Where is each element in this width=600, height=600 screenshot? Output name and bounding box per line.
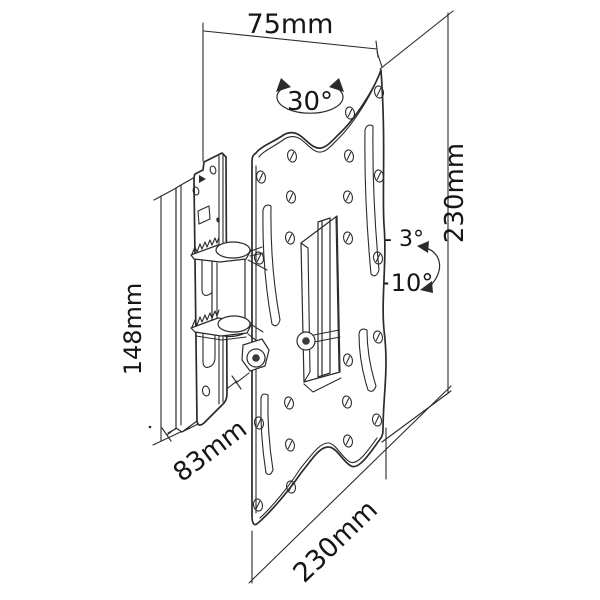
dim-label-top-width: 75mm xyxy=(247,9,334,40)
dim-bottom-line xyxy=(248,385,452,584)
tilt-arc xyxy=(425,247,441,288)
dim-right-height: 230mm xyxy=(379,10,470,443)
stray-dot xyxy=(148,425,152,429)
wall-plate-u-cutout-lower xyxy=(202,327,216,368)
swivel-angle-label: 30° xyxy=(287,87,333,117)
tilt-angle-symbol: - 3° +10° xyxy=(371,227,441,297)
wall-plate-square-hole xyxy=(197,205,211,225)
upper-arm-serrations xyxy=(191,236,220,255)
dim-top-ext-right xyxy=(376,51,383,68)
vesa-plate-outline xyxy=(251,69,387,526)
dim-right-ext-bottom xyxy=(381,390,452,443)
bolt-ring xyxy=(246,348,266,368)
orientation-arrow-icon xyxy=(199,175,206,183)
slot-upper-right xyxy=(364,124,380,277)
lower-bolt-bracket xyxy=(241,338,270,372)
swivel-arrow-left-icon xyxy=(276,78,291,92)
tilt-arrow-bottom-icon xyxy=(420,281,433,293)
central-opening xyxy=(296,215,342,393)
swivel-arrow-right-icon xyxy=(329,78,344,92)
lower-hinge-arm xyxy=(190,309,264,346)
dim-depth-tick-left xyxy=(161,427,172,442)
opening-depth-walls xyxy=(300,217,340,383)
pivot-bolt-center xyxy=(302,337,310,345)
wall-plate-dimple xyxy=(216,217,220,223)
swivel-angle-symbol: 30° xyxy=(276,78,344,117)
upper-arm-links xyxy=(247,246,268,271)
slot-lower-left xyxy=(260,393,274,475)
wall-plate-hole-bottom xyxy=(201,385,211,397)
upper-hinge-arm xyxy=(190,236,268,271)
wall-plate-hole-left xyxy=(192,186,200,196)
dim-top-line xyxy=(203,30,378,50)
lower-arm-serrations xyxy=(191,309,220,328)
wall-plate-hole-top xyxy=(209,165,217,175)
back-plate-bottom-edge xyxy=(181,423,199,433)
hinge-assembly xyxy=(190,236,270,372)
dim-label-bracket-height: 148mm xyxy=(119,283,147,376)
vesa-plate xyxy=(251,69,387,526)
tilt-arrow-top-icon xyxy=(417,241,429,253)
dim-label-right-height: 230mm xyxy=(440,143,470,243)
tilt-up-label: - 3° xyxy=(384,227,424,252)
opening-bottom-depth xyxy=(303,377,342,393)
swivel-arc xyxy=(276,87,344,114)
dim-bracket-height: 148mm xyxy=(119,185,190,446)
wall-plate xyxy=(192,152,228,426)
dim-label-bottom-width: 230mm xyxy=(287,494,383,589)
dim-right-ext-top xyxy=(379,10,454,70)
tilt-arm xyxy=(317,217,331,378)
lower-pivot-dome xyxy=(217,315,251,333)
vesa-plate-top-thickness xyxy=(258,76,379,158)
bolt-center xyxy=(252,354,260,362)
dim-top-width: 75mm xyxy=(202,9,383,162)
upper-pivot-dome xyxy=(215,241,251,259)
vesa-plate-bottom-thickness xyxy=(259,437,378,519)
slot-lower-right xyxy=(358,328,377,392)
